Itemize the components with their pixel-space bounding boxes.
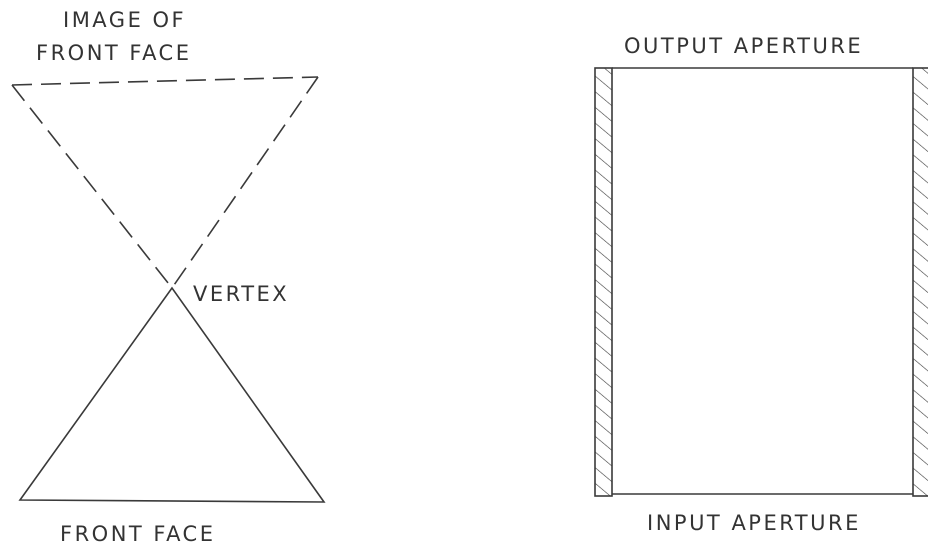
output-aperture-label: OUTPUT APERTURE [624,34,863,58]
front-face-label: FRONT FACE [60,522,216,546]
light-pipe [594,67,928,497]
right-hatched-wall [912,67,928,497]
image-of-front-face-label-line2: FRONT FACE [36,41,192,65]
front-face-triangle [18,286,326,503]
input-aperture-label: INPUT APERTURE [647,511,861,535]
image-of-front-face-label-line1: IMAGE OF [63,8,186,32]
left-hatched-wall [594,67,613,497]
front-face-image-triangle [11,76,319,289]
vertex-label: VERTEX [193,282,289,306]
